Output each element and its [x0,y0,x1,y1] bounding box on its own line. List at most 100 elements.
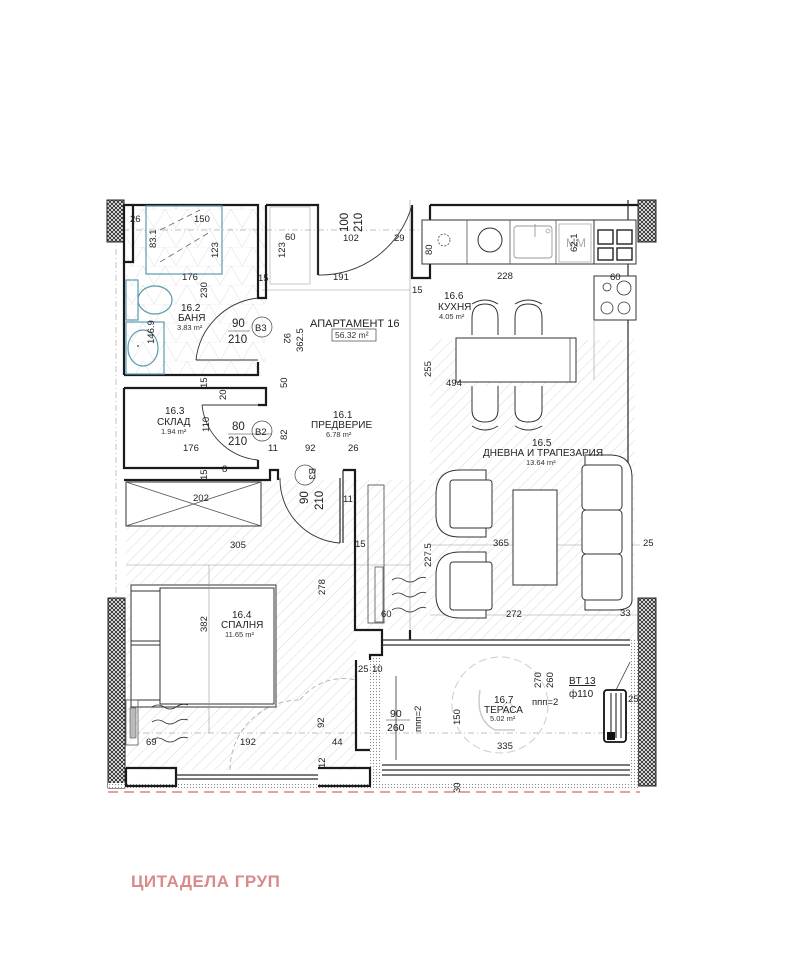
dimension-label: 228 [497,271,513,282]
door-bedroom-tag: B3 [306,468,317,480]
dimension-label: 29 [394,233,405,244]
dimension-label: 123 [210,242,221,258]
dimension-label: 15 [258,273,269,284]
dimension-label: 270 [533,672,544,688]
dimension-label: 62.1 [569,234,580,253]
dimension-label: 191 [333,272,349,283]
dimension-label: 278 [317,579,328,595]
dimension-label: 494 [446,378,462,389]
dimension-label: 362.5 [295,328,306,352]
dimension-label: 365 [493,538,509,549]
room-name-storage: СКЛАД [157,417,191,428]
dimension-label: 69 [146,737,157,748]
dimension-label: 146.9 [146,320,157,344]
dimension-label: 30 [452,782,463,793]
dimension-label: 20 [218,389,229,400]
door-bath-width: 90 [232,318,245,330]
apartment-title: АПАРТАМЕНТ 16 [310,318,399,330]
ac-unit-icon [603,689,627,743]
dimension-label: 12 [317,757,328,768]
dimension-label: 60 [285,232,296,243]
dimension-label: 25 [628,694,639,705]
door-tags: 90 210 B3 80 210 B2 B3 90 210 100 210 90… [228,213,410,734]
closet [269,206,311,285]
dimension-label: 82 [279,429,290,440]
door-terrace-width: 90 [390,708,402,720]
dimension-label: 10 [372,664,383,675]
room-area-kitchen: 4.05 m² [439,312,465,321]
dimension-label: 83.1 [148,230,159,249]
room-name-bedroom: СПАЛНЯ [221,620,263,631]
room-id-bath: 16.2 [181,303,201,314]
dimension-label: 255 [423,361,434,377]
dimension-label: 92 [316,717,327,728]
apartment-label: АПАРТАМЕНТ 16 56.32 m² [310,318,399,342]
dimension-label: 80 [424,244,435,255]
room-id-kitchen: 16.6 [444,291,464,302]
dimension-label: 15 [199,469,210,480]
dimension-label: 92 [281,333,292,344]
room-area-bath: 3.83 m² [177,323,203,332]
ppp-label-2: ппп=2 [532,697,558,708]
kitchen-fixtures: MM [421,219,637,380]
door-entry-width: 100 [339,213,351,232]
room-name-bath: БАНЯ [178,313,205,324]
doors [195,204,413,771]
dimension-label: 176 [183,443,199,454]
dimension-label: 26 [348,443,359,454]
bed [125,565,277,746]
dimension-label: 192 [240,737,256,748]
room-area-storage: 1.94 m² [161,427,187,436]
room-name-hall: ПРЕДВЕРИЕ [311,420,372,431]
dimension-label: 150 [194,214,210,225]
door-storage-tag: B2 [255,427,267,438]
dimension-label: 8 [222,464,227,475]
door-bedroom-width: 90 [299,491,311,504]
door-entry-height: 210 [353,213,365,232]
room-id-bedroom: 16.4 [232,610,252,621]
dimension-label: 335 [497,741,513,752]
dimension-label: 230 [199,282,210,298]
exterior-walls [106,199,657,793]
terrace-elements [395,656,631,760]
dimension-label: 227.5 [423,543,434,567]
dimension-label: 305 [230,540,246,551]
door-bedroom-height: 210 [314,491,326,510]
door-storage-height: 210 [228,436,247,448]
bathroom-fixtures [125,205,223,375]
room-id-storage: 16.3 [165,406,185,417]
dimension-label: 123 [277,242,288,258]
dimension-labels: 26 150 83.1 123 176 230 146.9 15 60 123 … [130,214,654,793]
room-name-kitchen: КУХНЯ [438,302,471,313]
room-name-terrace: ТЕРАСА [484,705,523,716]
apartment-area: 56.32 m² [335,330,369,340]
room-id-terrace: 16.7 [494,695,514,706]
door-bath-tag: B3 [255,323,267,334]
radiator-diameter: ф110 [569,688,594,700]
dimension-label: 202 [193,493,209,504]
living-furniture [435,454,633,619]
room-area-hall: 6.78 m² [326,430,352,439]
dimension-label: 26 [130,214,141,225]
dimension-label: 50 [279,377,290,388]
dimension-label: 60 [381,609,392,620]
dimension-label: 15 [412,285,423,296]
dimension-label: 272 [506,609,522,620]
dimension-label: 382 [199,616,210,632]
dimension-label: 150 [452,709,463,725]
dimension-label: 11 [343,494,353,505]
interior-walls [122,200,638,788]
dimension-label: 44 [332,737,343,748]
door-terrace-height: 260 [387,722,405,734]
dimension-label: 110 [201,417,212,432]
dining-set [455,299,577,431]
brand-logo-text: ЦИТАДЕЛА ГРУП [131,872,281,891]
door-bath-height: 210 [228,334,247,346]
door-storage-width: 80 [232,421,245,433]
room-id-living: 16.5 [532,438,552,449]
dimension-label: 102 [343,233,359,244]
wardrobe [125,481,385,624]
room-labels: 16.2 БАНЯ 3.83 m² 16.3 СКЛАД 1.94 m² 16.… [157,291,603,723]
fridge-label: MM [566,236,586,250]
